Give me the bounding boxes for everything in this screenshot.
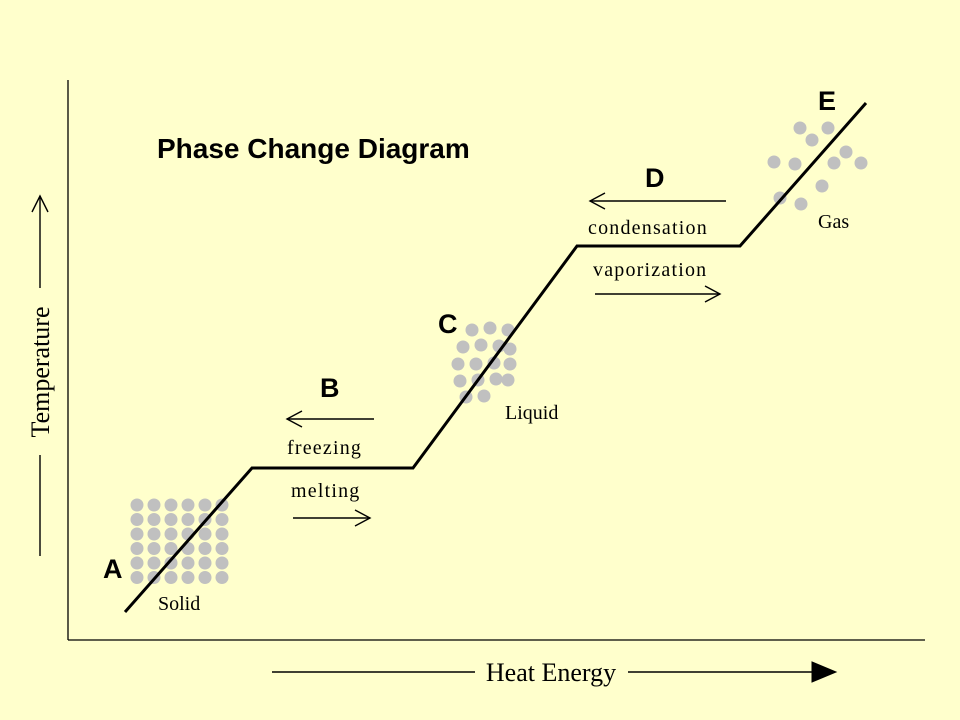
particle	[198, 498, 212, 512]
particle	[147, 542, 161, 555]
particle	[181, 556, 195, 570]
particle	[215, 556, 229, 570]
particle	[465, 323, 479, 337]
x-axis-arrow	[272, 661, 838, 683]
particle	[130, 542, 144, 555]
particle	[198, 542, 212, 555]
particle	[164, 527, 178, 541]
particle	[487, 356, 501, 370]
particle	[164, 571, 178, 584]
particle	[456, 340, 470, 354]
particle	[451, 357, 465, 371]
particle	[147, 498, 161, 512]
particle	[767, 155, 781, 169]
particle	[181, 498, 195, 512]
phase-label-gas: Gas	[818, 211, 849, 233]
particle	[501, 373, 515, 387]
particle	[164, 542, 178, 555]
particle	[130, 498, 144, 512]
particle	[483, 321, 497, 335]
particle	[164, 556, 178, 570]
particle	[788, 157, 802, 171]
particle	[181, 571, 195, 584]
arrow-right-b	[293, 509, 372, 527]
arrow-left-b	[285, 410, 374, 428]
point-label-c: C	[438, 309, 458, 339]
point-label-d: D	[645, 163, 665, 193]
particle	[215, 571, 229, 584]
particle	[130, 556, 144, 570]
particle	[198, 571, 212, 584]
particle	[215, 513, 229, 526]
particle	[130, 527, 144, 541]
particle	[198, 556, 212, 570]
particle	[469, 357, 483, 371]
x-axis-label: Heat Energy	[486, 658, 616, 687]
point-label-a: A	[103, 554, 123, 584]
arrow-left-d	[588, 192, 726, 210]
phase-label-solid: Solid	[158, 593, 200, 615]
particle	[130, 513, 144, 526]
particle	[827, 156, 841, 170]
particle	[147, 527, 161, 541]
particle	[839, 145, 853, 159]
transition-label-condensation: condensation	[588, 217, 708, 239]
particle	[477, 389, 491, 403]
particle	[215, 498, 229, 512]
particle	[164, 513, 178, 526]
particle	[215, 527, 229, 541]
particle	[821, 121, 835, 135]
transition-label-melting: melting	[291, 480, 361, 502]
particle	[147, 513, 161, 526]
particle	[854, 156, 868, 170]
gas-particles	[767, 121, 868, 211]
arrow-right-d	[595, 285, 722, 303]
heating-curve	[123, 102, 868, 613]
particle	[503, 342, 517, 356]
phase-label-liquid: Liquid	[505, 402, 558, 424]
particle	[164, 498, 178, 512]
diagram-title: Phase Change Diagram	[157, 133, 470, 164]
point-label-b: B	[320, 373, 340, 403]
particle	[489, 372, 503, 386]
particle	[147, 556, 161, 570]
particle	[130, 571, 144, 584]
particle	[198, 527, 212, 541]
particle	[793, 121, 807, 135]
y-axis-arrow	[31, 194, 49, 556]
particle	[805, 133, 819, 147]
particle	[815, 179, 829, 193]
transition-label-freezing: freezing	[287, 437, 362, 459]
y-axis-label: Temperature	[26, 307, 55, 438]
particle	[474, 338, 488, 352]
particle	[503, 357, 517, 371]
particle	[453, 374, 467, 388]
transition-label-vaporization: vaporization	[593, 259, 707, 281]
liquid-particles	[451, 321, 517, 404]
particle	[181, 513, 195, 526]
particle	[794, 197, 808, 211]
point-label-e: E	[818, 86, 836, 116]
particle	[215, 542, 229, 555]
